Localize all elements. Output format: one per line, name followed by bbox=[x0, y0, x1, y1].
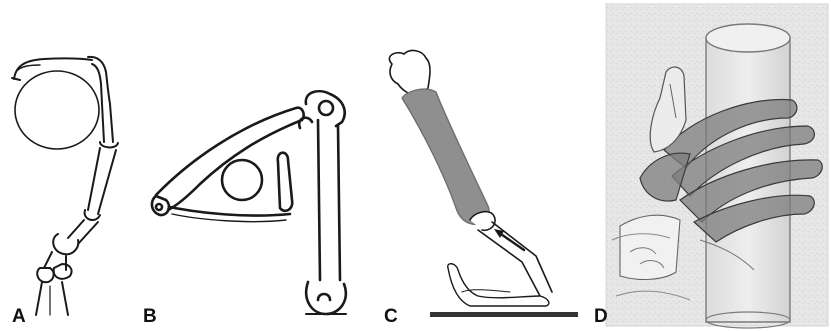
surface-bar bbox=[430, 312, 578, 317]
panel-label-c: C bbox=[384, 307, 398, 326]
sheath-circle-a bbox=[15, 71, 99, 149]
panel-label-a: A bbox=[12, 307, 26, 326]
panel-label-b: B bbox=[143, 307, 157, 326]
panel-b-illustration bbox=[152, 91, 346, 314]
sheath-circle-b bbox=[222, 160, 262, 200]
panel-a-illustration bbox=[12, 57, 118, 315]
panel-d-illustration bbox=[606, 4, 828, 328]
panel-label-d: D bbox=[594, 307, 608, 326]
panel-c-illustration bbox=[389, 51, 578, 317]
